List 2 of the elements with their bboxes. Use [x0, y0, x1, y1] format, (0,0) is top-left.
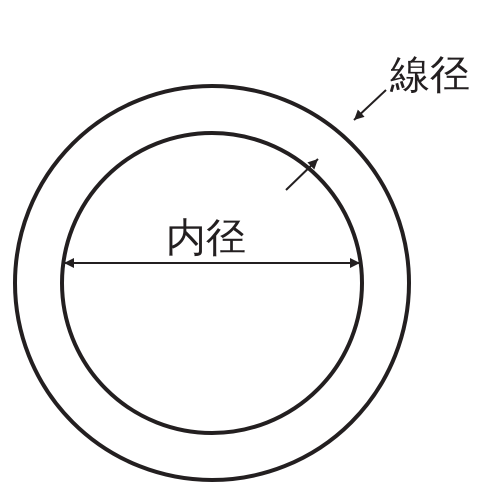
dimension-label: 線径 [390, 55, 470, 95]
dimension-label: 内径 [166, 218, 246, 258]
